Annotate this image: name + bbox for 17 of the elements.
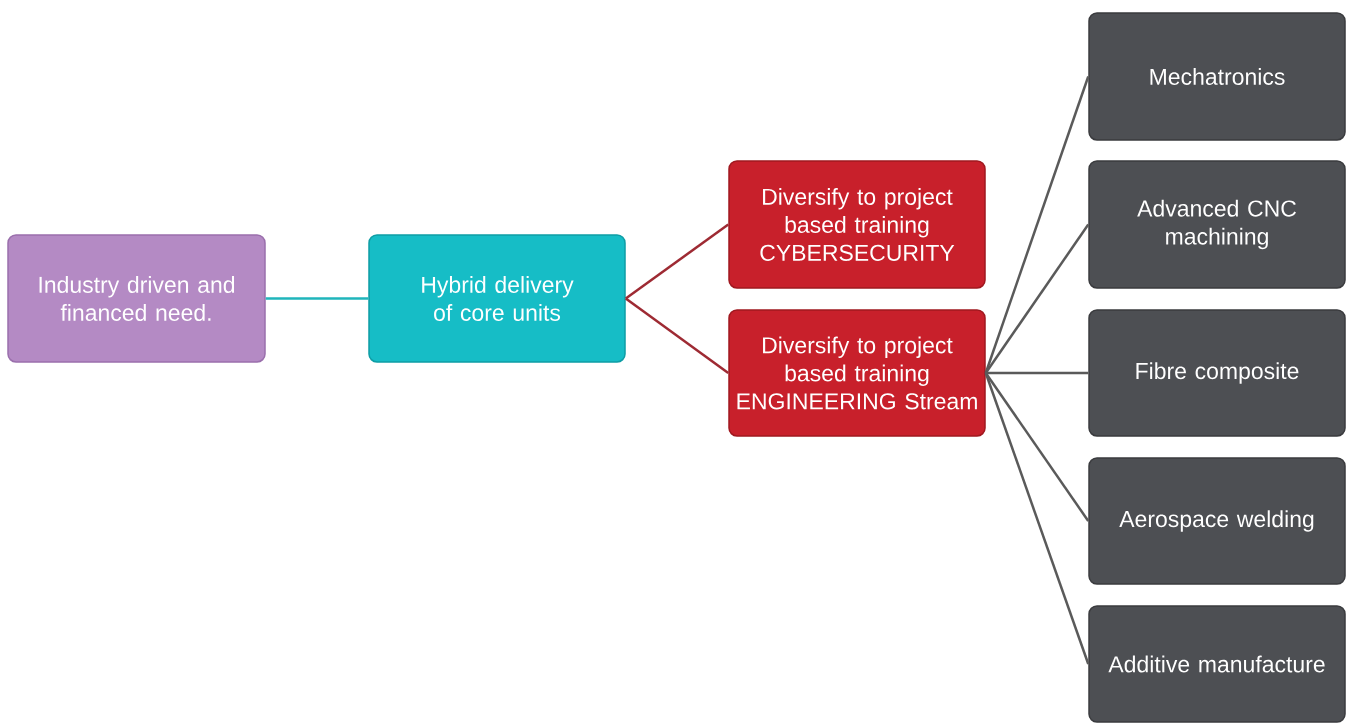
process-box: Hybrid delivery of core units bbox=[368, 234, 626, 363]
process-box: Diversify to project based training ENGINEERING Stream bbox=[728, 309, 986, 437]
process-box: Fibre composite bbox=[1088, 309, 1346, 437]
connector-line bbox=[984, 223, 1090, 374]
process-box: Mechatronics bbox=[1088, 12, 1346, 141]
process-box: Additive manufacture bbox=[1088, 605, 1346, 723]
connector-line bbox=[625, 297, 729, 374]
connector-line bbox=[984, 372, 1090, 522]
connector-line bbox=[985, 371, 1089, 375]
connector-line bbox=[984, 372, 1090, 665]
process-box: Diversify to project based training CYBERSECURITY bbox=[728, 160, 986, 289]
connector-line bbox=[625, 223, 729, 300]
process-box: Industry driven and financed need. bbox=[7, 234, 266, 363]
process-box: Advanced CNC machining bbox=[1088, 160, 1346, 289]
process-box: Aerospace welding bbox=[1088, 457, 1346, 585]
connector-line bbox=[984, 76, 1090, 374]
connector-line bbox=[265, 297, 369, 300]
